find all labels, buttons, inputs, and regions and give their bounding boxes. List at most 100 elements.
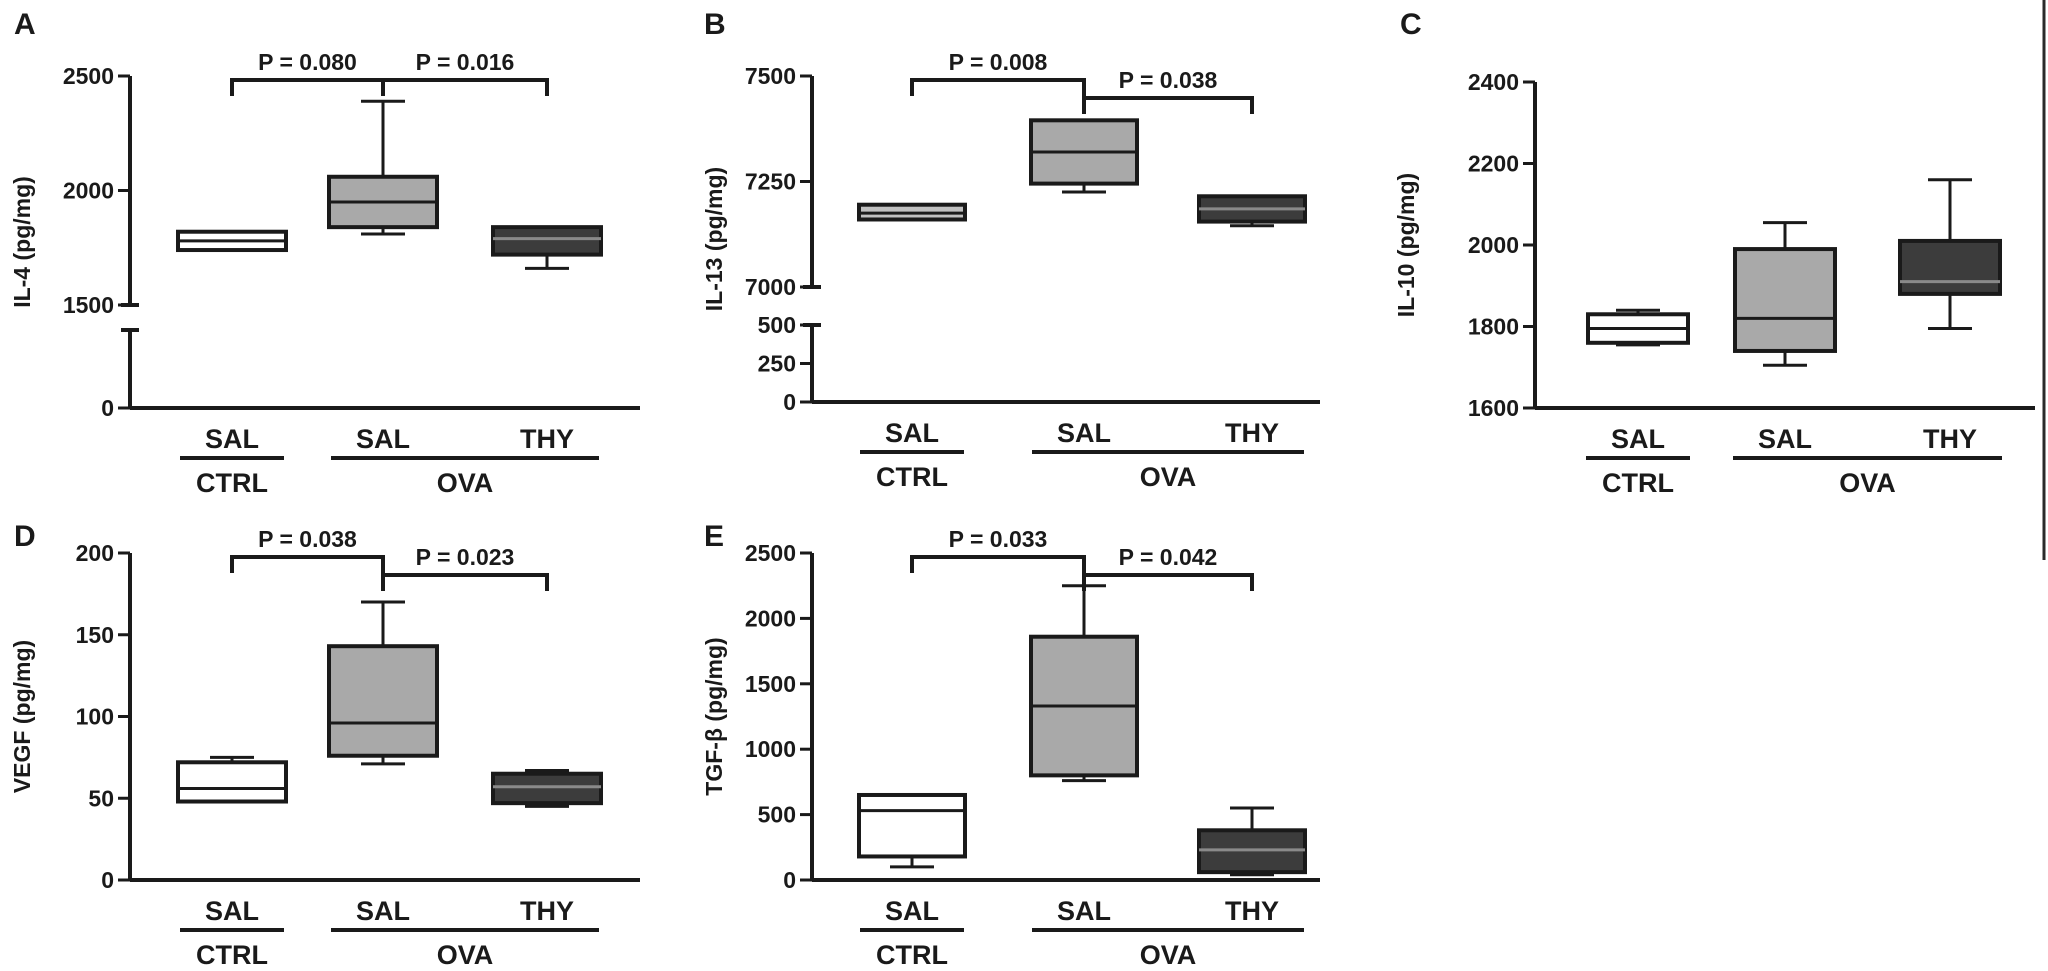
panel-letter: A — [14, 8, 36, 41]
box-body — [176, 760, 288, 804]
bracket-line — [381, 78, 549, 96]
p-value-label: P = 0.033 — [949, 526, 1048, 552]
y-axis-label: IL-4 (pg/mg) — [9, 176, 35, 308]
box-ctrl-sal — [176, 755, 288, 804]
box-ova-sal — [1733, 221, 1837, 367]
y-tick-label: 2500 — [63, 63, 114, 89]
category-label: SAL — [1057, 418, 1111, 448]
bracket-line — [1082, 573, 1254, 591]
category-label: THY — [1225, 896, 1279, 926]
y-tick-label: 1800 — [1468, 314, 1519, 340]
y-tick-label: 1500 — [745, 671, 796, 697]
p-value-label: P = 0.008 — [949, 49, 1048, 75]
group-label: OVA — [437, 468, 494, 498]
bracket-line — [910, 555, 1086, 573]
group-label: OVA — [437, 940, 494, 970]
y-tick-label: 0 — [101, 395, 114, 421]
group-label: CTRL — [876, 940, 948, 970]
box-ctrl-sal — [857, 792, 967, 869]
y-tick-label: 2000 — [63, 178, 114, 204]
group-label: CTRL — [1602, 468, 1674, 498]
category-label: THY — [520, 896, 574, 926]
bracket-line — [910, 78, 1086, 96]
category-label: SAL — [205, 424, 259, 454]
y-tick-label: 500 — [758, 802, 796, 828]
box-ova-sal — [1029, 584, 1139, 783]
y-tick-label: 2500 — [745, 540, 796, 566]
y-tick-label: 2000 — [745, 605, 796, 631]
y-tick-label: 2200 — [1468, 151, 1519, 177]
y-tick-label: 0 — [101, 867, 114, 893]
box-ova-thy — [1197, 194, 1307, 228]
y-tick-label: 200 — [76, 540, 114, 566]
category-label: THY — [1923, 424, 1977, 454]
p-value-label: P = 0.038 — [258, 526, 357, 552]
significance-bracket: P = 0.016 — [381, 49, 549, 96]
panel-letter: B — [704, 8, 726, 41]
box-ova-sal — [327, 600, 439, 766]
box-body — [857, 792, 967, 859]
y-tick-label: 1600 — [1468, 395, 1519, 421]
bracket-line — [230, 78, 385, 96]
box-ctrl-sal — [176, 229, 288, 253]
group-label: OVA — [1140, 462, 1197, 492]
p-value-label: P = 0.038 — [1119, 67, 1218, 93]
box-body — [491, 771, 603, 806]
category-label: SAL — [1758, 424, 1812, 454]
category-label: SAL — [885, 418, 939, 448]
y-tick-label: 7500 — [745, 63, 796, 89]
y-tick-label: 1000 — [745, 736, 796, 762]
p-value-label: P = 0.080 — [258, 49, 357, 75]
y-tick-label: 100 — [76, 704, 114, 730]
y-axis-label: TGF-β (pg/mg) — [701, 637, 727, 795]
group-label: CTRL — [196, 940, 268, 970]
bracket-line — [230, 555, 385, 573]
box-ova-thy — [491, 225, 603, 270]
significance-bracket: P = 0.038 — [1082, 67, 1254, 114]
box-ova-thy — [1898, 178, 2002, 331]
panel-letter: D — [14, 520, 36, 553]
box-ova-sal — [327, 99, 439, 236]
box-ova-thy — [1197, 806, 1307, 877]
y-tick-label: 0 — [783, 867, 796, 893]
box-ctrl-sal — [857, 202, 967, 222]
group-label: OVA — [1140, 940, 1197, 970]
category-label: SAL — [356, 896, 410, 926]
y-tick-label: 2000 — [1468, 232, 1519, 258]
box-body — [1733, 247, 1837, 353]
group-label: CTRL — [876, 462, 948, 492]
p-value-label: P = 0.042 — [1119, 544, 1218, 570]
y-tick-label: 7250 — [745, 169, 796, 195]
y-tick-label: 150 — [76, 622, 114, 648]
box-body — [327, 644, 439, 758]
panel-letter: C — [1400, 8, 1422, 41]
y-tick-label: 0 — [783, 389, 796, 415]
category-label: SAL — [205, 896, 259, 926]
significance-bracket: P = 0.033 — [910, 526, 1086, 573]
group-label: CTRL — [196, 468, 268, 498]
significance-bracket: P = 0.023 — [381, 544, 549, 591]
box-body — [491, 225, 603, 257]
category-label: SAL — [1611, 424, 1665, 454]
y-axis-label: IL-10 (pg/mg) — [1393, 173, 1419, 317]
box-body — [1898, 238, 2002, 296]
y-tick-label: 2400 — [1468, 69, 1519, 95]
group-label: OVA — [1839, 468, 1896, 498]
y-tick-label: 7000 — [745, 274, 796, 300]
y-axis-label: IL-13 (pg/mg) — [701, 167, 727, 311]
category-label: SAL — [1057, 896, 1111, 926]
category-label: THY — [1225, 418, 1279, 448]
significance-bracket: P = 0.080 — [230, 49, 385, 96]
category-label: SAL — [356, 424, 410, 454]
y-tick-label: 1500 — [63, 292, 114, 318]
p-value-label: P = 0.016 — [416, 49, 515, 75]
bracket-line — [381, 573, 549, 591]
category-label: THY — [520, 424, 574, 454]
bracket-line — [1082, 96, 1254, 114]
